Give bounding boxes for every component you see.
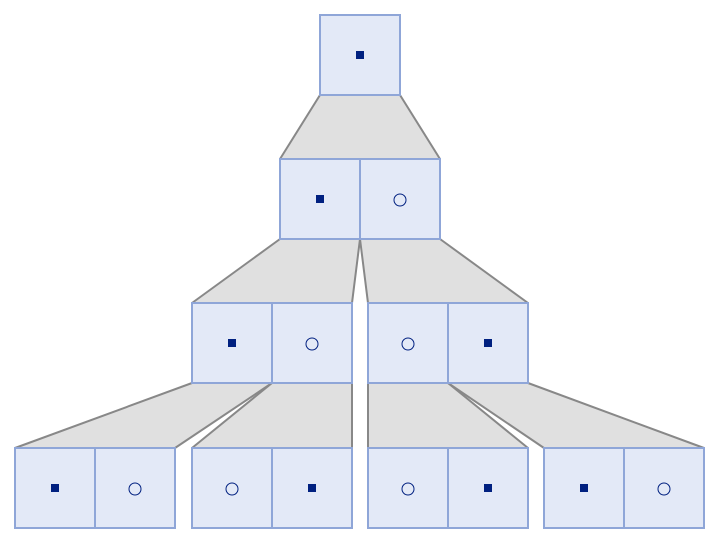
node-cell [359, 158, 441, 240]
node-cell [94, 447, 176, 529]
filled-square-icon [484, 339, 492, 347]
circle-icon [401, 482, 415, 496]
filled-square-icon [356, 51, 364, 59]
node-cell [623, 447, 705, 529]
node-cell [271, 302, 353, 384]
node-cell [271, 447, 353, 529]
filled-square-icon [308, 484, 316, 492]
circle-icon [225, 482, 239, 496]
node-cell [447, 447, 529, 529]
connector [359, 238, 529, 304]
circle-icon [401, 337, 415, 351]
connector [191, 238, 361, 304]
circle-icon [305, 337, 319, 351]
circle-icon [657, 482, 671, 496]
node-cell [191, 447, 273, 529]
filled-square-icon [228, 339, 236, 347]
filled-square-icon [51, 484, 59, 492]
connector [279, 94, 441, 160]
filled-square-icon [580, 484, 588, 492]
node-cell [367, 447, 449, 529]
circle-icon [128, 482, 142, 496]
filled-square-icon [316, 195, 324, 203]
node-cell [367, 302, 449, 384]
circle-icon [393, 193, 407, 207]
filled-square-icon [484, 484, 492, 492]
